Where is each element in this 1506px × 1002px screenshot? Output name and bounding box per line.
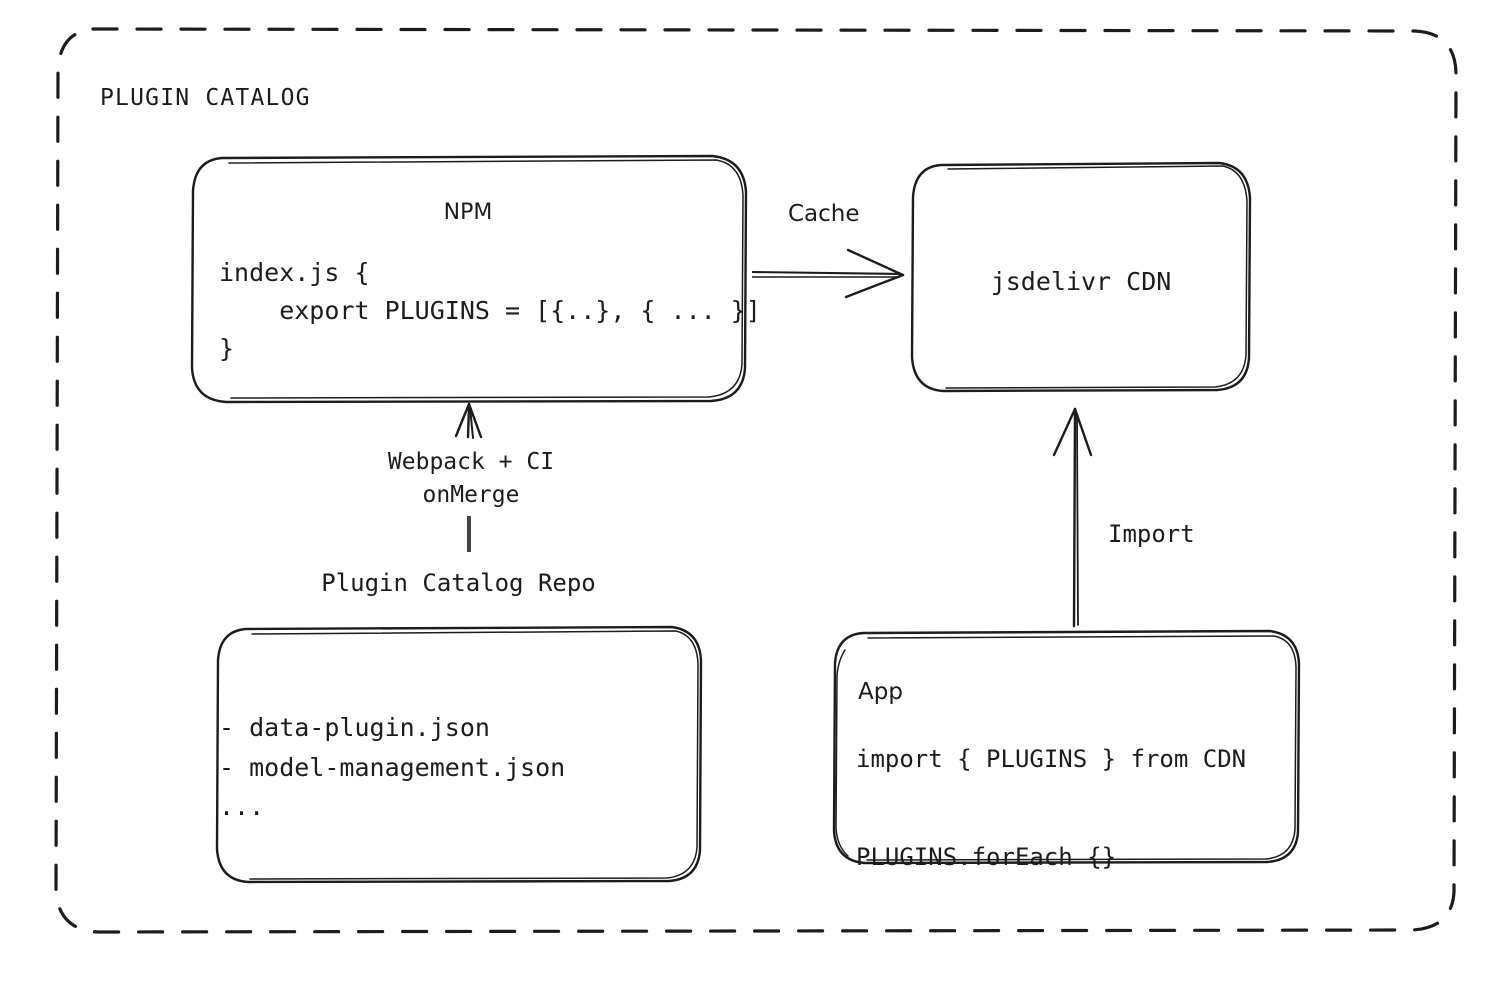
npm-node-title: NPM bbox=[443, 200, 493, 225]
repo-node-file-list: - data-plugin.json - model-management.js… bbox=[219, 713, 566, 821]
cache-edge-label: Cache bbox=[788, 201, 860, 227]
build-edge-label: Webpack + CI onMerge bbox=[387, 449, 555, 508]
app-node-code: import { PLUGINS } from CDN PLUGINS.forE… bbox=[856, 745, 1247, 872]
import-arrow bbox=[1052, 407, 1093, 628]
import-edge-label: Import bbox=[1108, 520, 1195, 548]
container-title: PLUGIN CATALOG bbox=[100, 85, 311, 111]
repo-node-caption: Plugin Catalog Repo bbox=[321, 569, 596, 597]
cdn-node-title: jsdelivr CDN bbox=[990, 267, 1172, 296]
plugin-catalog-container-border bbox=[54, 27, 1458, 934]
app-node-title: App bbox=[858, 679, 903, 705]
cache-arrow bbox=[751, 248, 905, 299]
build-arrow bbox=[454, 402, 483, 552]
cdn-node-shape bbox=[910, 161, 1252, 393]
npm-node-code: index.js { export PLUGINS = [{..}, { ...… bbox=[219, 258, 761, 363]
repo-node-shape bbox=[215, 625, 703, 884]
app-node-shape bbox=[832, 629, 1301, 865]
npm-node-shape bbox=[190, 154, 748, 404]
